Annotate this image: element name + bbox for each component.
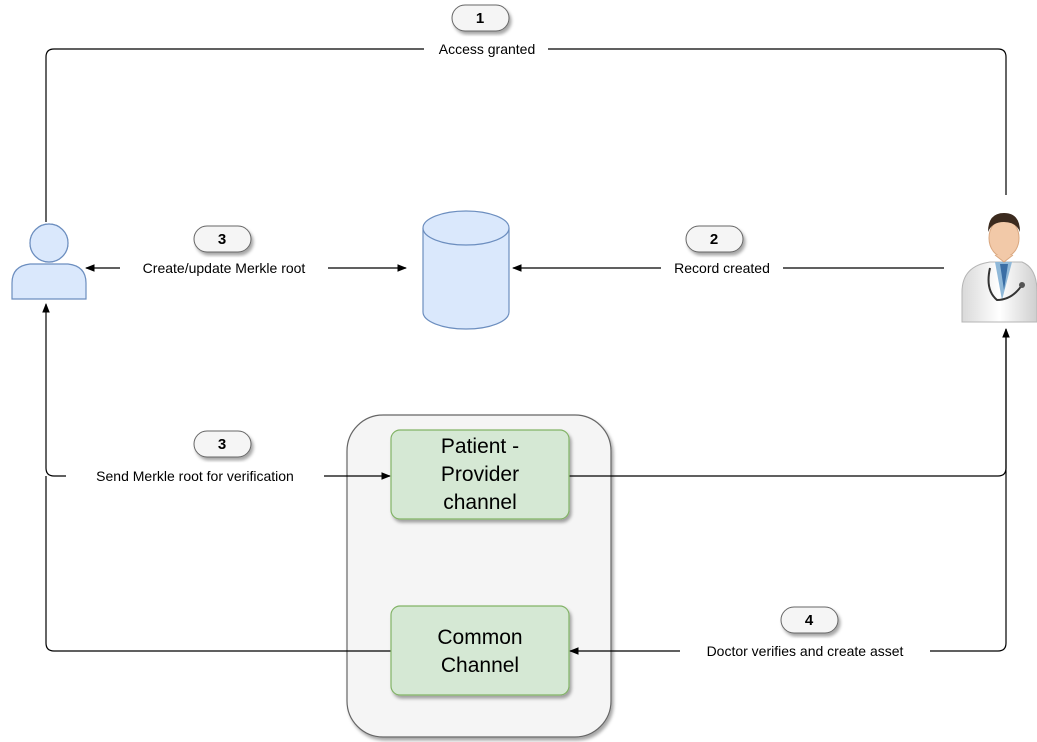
step-badge-1: [451, 4, 510, 32]
patient-provider-line-3: channel: [443, 491, 517, 514]
step-badge-3b: [193, 430, 252, 458]
step-number-2: 2: [710, 231, 718, 248]
user-icon: [11, 223, 87, 300]
common-channel-line-1: Common: [437, 626, 522, 649]
edge-channel-to-doctor: [569, 328, 1010, 477]
patient-provider-line-2: Provider: [441, 463, 519, 486]
step-number-3a: 3: [218, 231, 226, 248]
step-badge-2: [685, 225, 744, 253]
edge-send-merkle: [42, 303, 391, 480]
edge-access-granted: [45, 48, 1007, 222]
patient-provider-line-1: Patient -: [441, 435, 519, 458]
step-number-1: 1: [476, 10, 484, 27]
step-number-3b: 3: [218, 436, 226, 453]
step-badge-4: [780, 606, 839, 634]
edge-doctor-verifies: [569, 329, 1007, 655]
patient-provider-channel-box: [390, 429, 570, 520]
common-channel-line-2: Channel: [441, 654, 519, 677]
label-record-created: Record created: [674, 260, 770, 276]
common-channel-box: [390, 605, 570, 696]
database-icon: [422, 210, 510, 330]
step-badge-3a: [193, 225, 252, 253]
label-create-update: Create/update Merkle root: [143, 260, 306, 276]
step-number-4: 4: [805, 612, 814, 629]
edge-common-to-user: [45, 476, 391, 652]
doctor-icon: [961, 213, 1037, 323]
label-access-granted: Access granted: [439, 41, 536, 57]
label-send-merkle: Send Merkle root for verification: [96, 468, 294, 484]
label-doctor-verifies: Doctor verifies and create asset: [707, 643, 904, 659]
